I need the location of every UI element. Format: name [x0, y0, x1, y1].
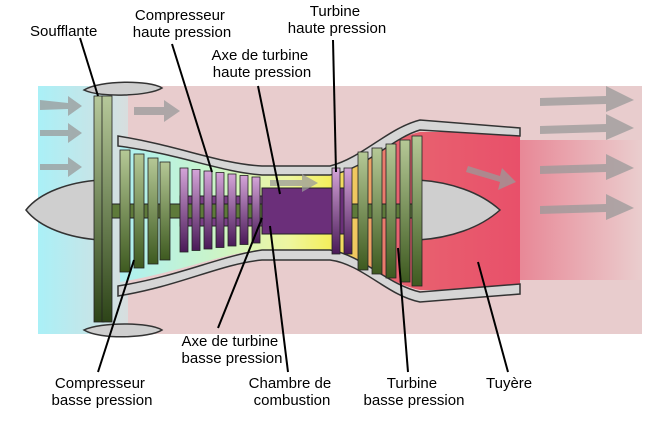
label-axe-hp: Axe de turbine haute pression: [212, 47, 313, 81]
hpc-blade: [251, 176, 261, 244]
fan-blade: [101, 95, 113, 323]
lp-turbine-blades: [357, 135, 423, 287]
lpt-blade: [399, 139, 411, 283]
hp-compressor-blades: [179, 167, 261, 253]
cones: [25, 179, 502, 241]
label-turbine-hp: Turbine haute pression: [288, 3, 386, 37]
label-compresseur-bp: Compresseur basse pression: [52, 375, 153, 409]
leader-lines: [79, 37, 509, 373]
lpt-blade: [411, 135, 423, 287]
fan-blades: [93, 95, 113, 323]
lpc-blade: [133, 153, 145, 269]
hpc-blade: [227, 173, 237, 247]
hpc-blade: [203, 170, 213, 250]
lpc-blade: [119, 149, 131, 273]
hpc-blade: [191, 169, 201, 251]
lpc-blade: [147, 157, 159, 265]
engine-casing: [117, 119, 521, 303]
hpc-blade: [215, 172, 225, 248]
label-soufflante: Soufflante: [30, 23, 97, 40]
label-tuyere: Tuyère: [486, 375, 532, 392]
nacelle: [82, 81, 164, 338]
hpc-blade: [239, 175, 249, 245]
label-turbine-bp: Turbine basse pression: [364, 375, 465, 409]
label-compresseur-hp: Compresseur haute pression: [133, 7, 231, 41]
lpt-blade: [371, 147, 383, 275]
flow-arrows: [40, 86, 634, 220]
label-axe-bp: Axe de turbine basse pression: [182, 333, 283, 367]
lp-compressor-blades: [119, 149, 171, 273]
label-chambre: Chambre de combustion: [249, 375, 336, 409]
hpc-blade: [179, 167, 189, 253]
lpc-blade: [159, 161, 171, 261]
hpt-blade: [331, 167, 341, 255]
lpt-blade: [357, 151, 369, 271]
lpt-blade: [385, 143, 397, 279]
hpt-blade: [343, 167, 353, 255]
